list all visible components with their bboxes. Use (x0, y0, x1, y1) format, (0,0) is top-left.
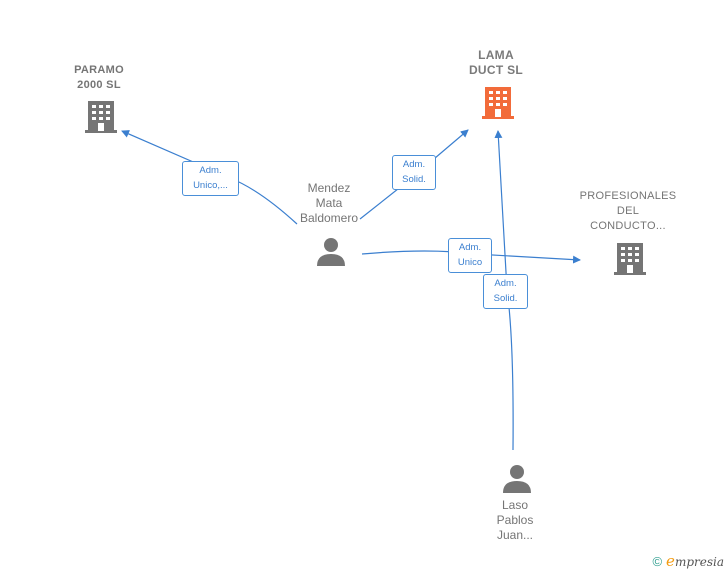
brand-logo[interactable]: empresia (666, 552, 724, 570)
person-icon[interactable] (316, 236, 346, 266)
relation-badge-laso-lama[interactable]: Adm. Solid. (483, 274, 528, 309)
company-label-lama[interactable]: LAMA DUCT SL (468, 48, 524, 77)
building-icon[interactable] (85, 99, 117, 133)
relation-badge-mendez-profesionales[interactable]: Adm. Unico (448, 238, 492, 273)
company-label-paramo[interactable]: PARAMO 2000 SL (74, 64, 124, 91)
company-label-profesionales[interactable]: PROFESIONALES DEL CONDUCTO... (579, 190, 677, 232)
copyright-icon: © (652, 553, 663, 569)
building-icon-highlight[interactable] (482, 85, 514, 119)
relation-badge-mendez-lama[interactable]: Adm. Solid. (392, 155, 436, 190)
person-label-laso[interactable]: Laso Pablos Juan... (496, 498, 534, 542)
person-icon[interactable] (502, 463, 532, 493)
building-icon[interactable] (614, 241, 646, 275)
person-label-mendez[interactable]: Mendez Mata Baldomero (299, 181, 359, 225)
footer-brand: © empresia (652, 552, 724, 570)
relation-badge-mendez-paramo[interactable]: Adm. Unico,... (182, 161, 239, 196)
